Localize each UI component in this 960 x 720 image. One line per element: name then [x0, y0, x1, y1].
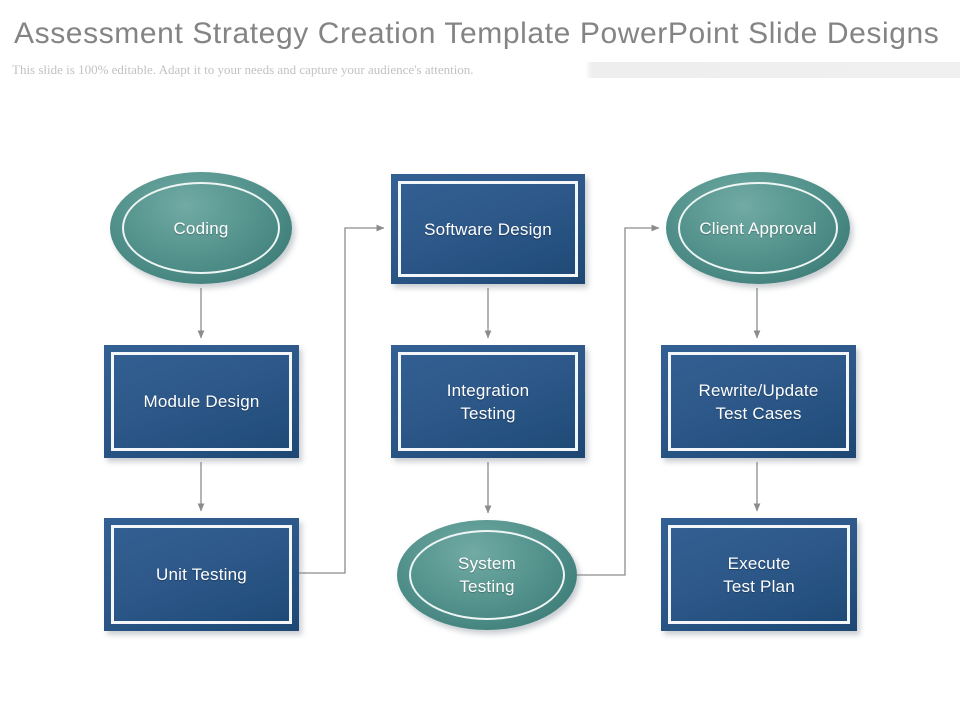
node-label: Software Design: [424, 219, 552, 239]
node-system-testing[interactable]: System Testing: [397, 520, 577, 630]
node-label: Execute Test Plan: [723, 553, 795, 596]
node-client-approval[interactable]: Client Approval: [666, 172, 850, 284]
edge-unit-testing-to-software-design: [299, 224, 385, 574]
node-label: Integration Testing: [446, 380, 530, 423]
node-coding[interactable]: Coding: [110, 172, 292, 284]
page-title: Assessment Strategy Creation Template Po…: [14, 17, 940, 50]
node-label: Coding: [173, 218, 229, 238]
edge-system-testing-to-client-approval: [577, 224, 660, 576]
node-label: Module Design: [143, 392, 260, 411]
node-integration-testing[interactable]: Integration Testing: [391, 345, 585, 458]
node-label: Client Approval: [699, 218, 817, 238]
node-unit-testing[interactable]: Unit Testing: [104, 518, 299, 631]
subtitle-band: [0, 62, 960, 78]
node-label: System Testing: [458, 554, 516, 596]
node-software-design[interactable]: Software Design: [391, 174, 585, 284]
node-rewrite-update-test-cases[interactable]: Rewrite/Update Test Cases: [661, 345, 856, 458]
node-label: Rewrite/Update Test Cases: [698, 380, 819, 423]
node-execute-test-plan[interactable]: Execute Test Plan: [661, 518, 857, 631]
page-subtitle: This slide is 100% editable. Adapt it to…: [12, 62, 474, 77]
node-label: Unit Testing: [156, 565, 247, 584]
node-module-design[interactable]: Module Design: [104, 345, 299, 458]
